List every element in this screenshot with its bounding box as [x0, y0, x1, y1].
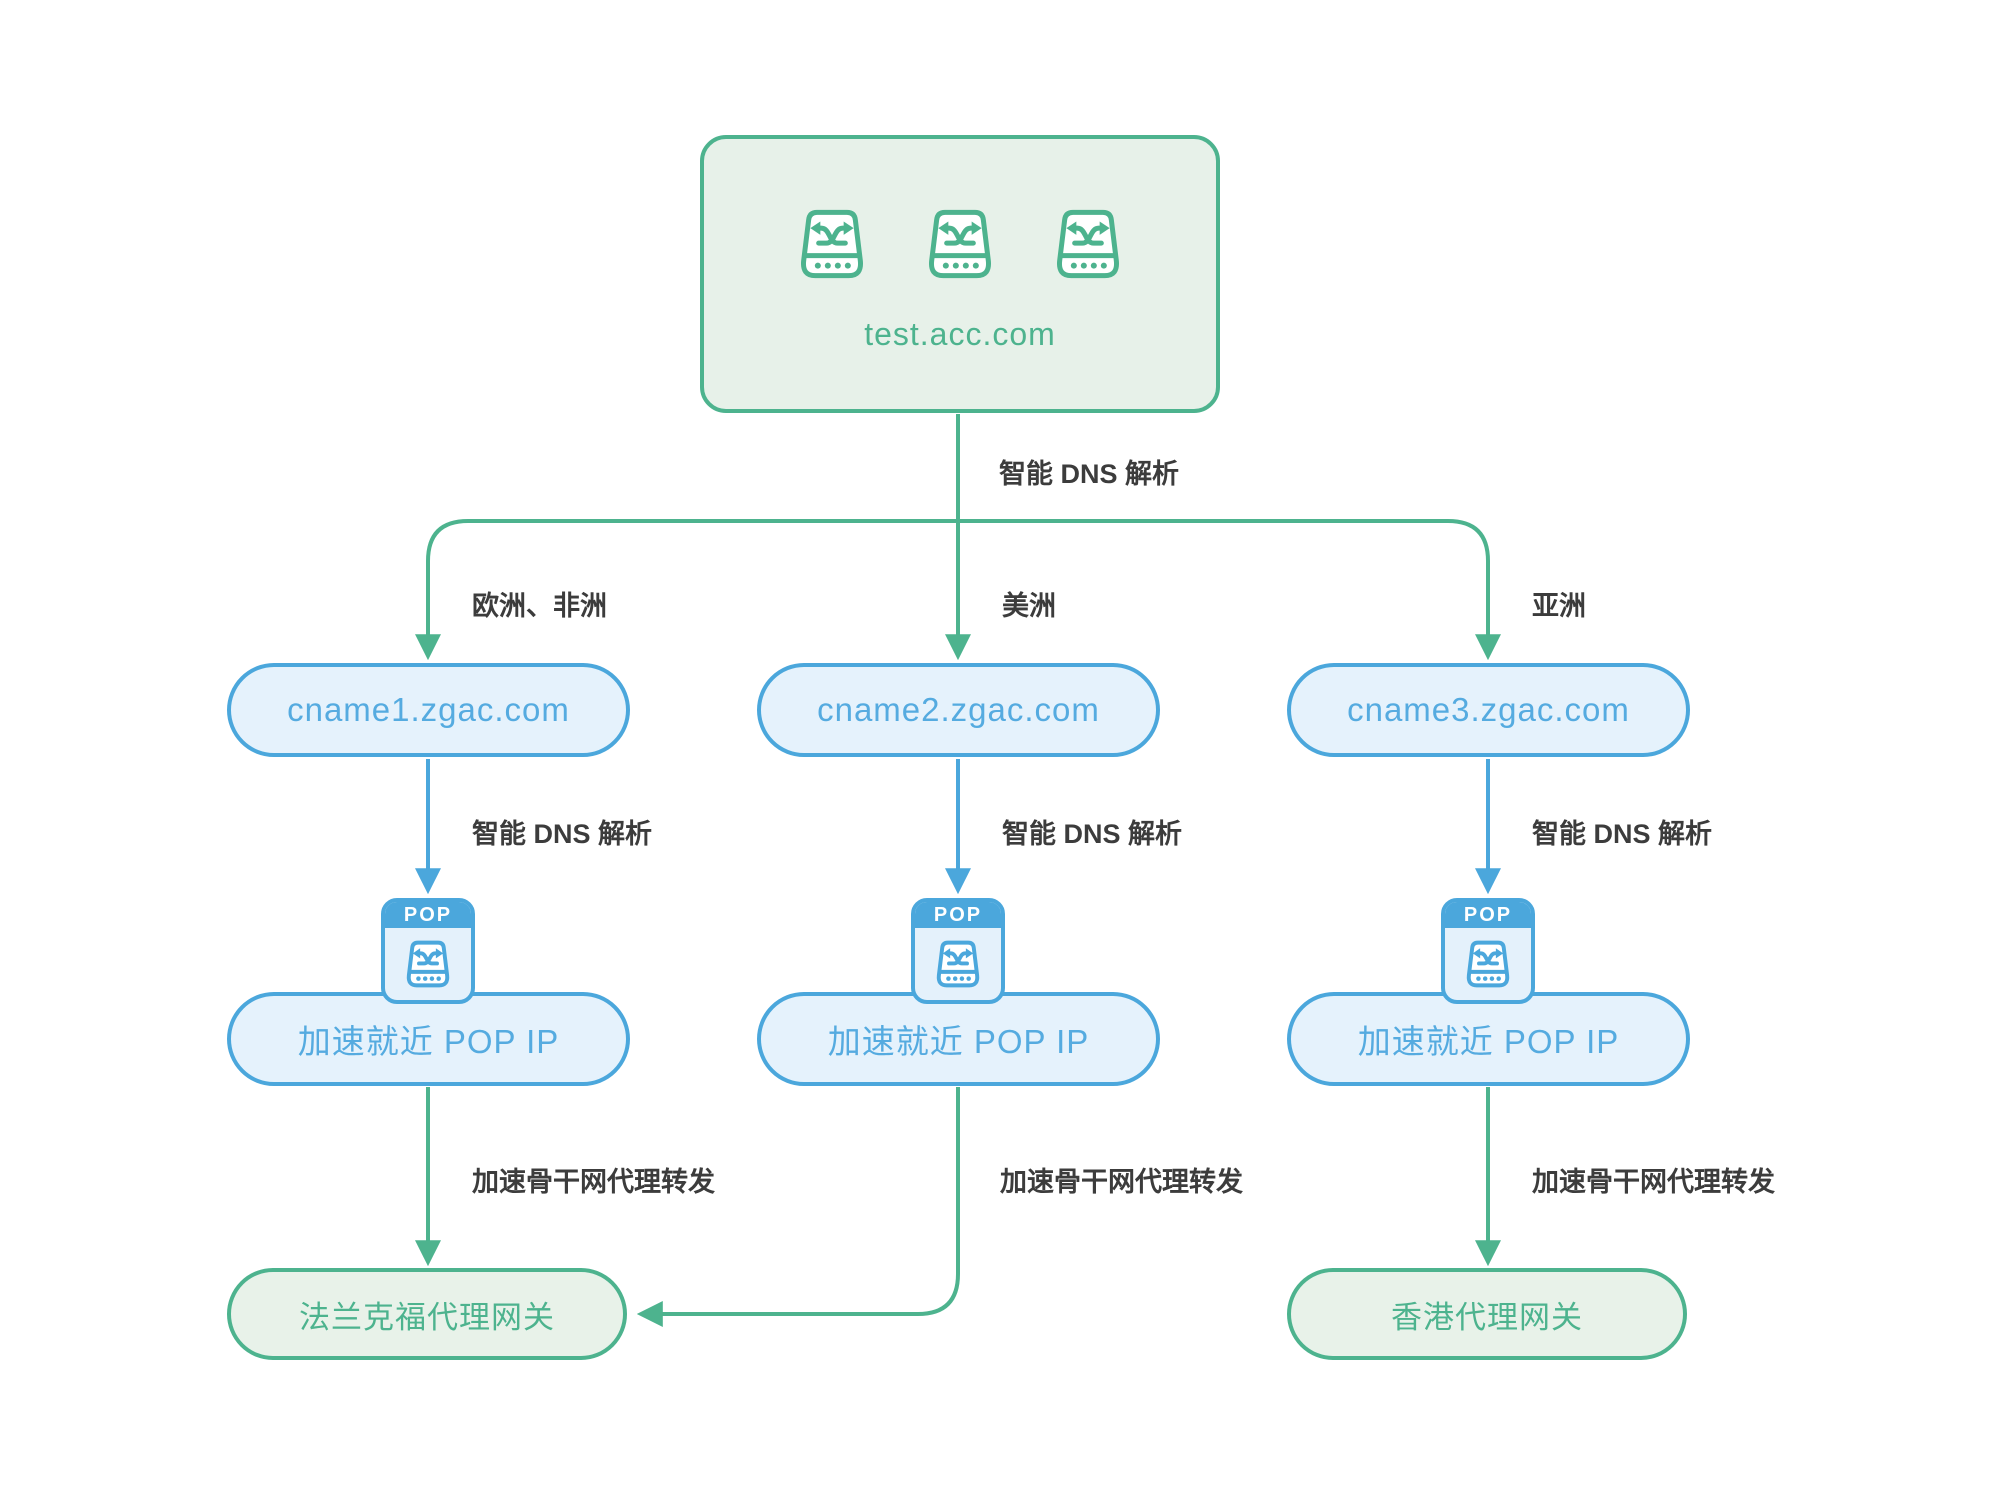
backbone-forward-label-3: 加速骨干网代理转发 [1532, 1167, 1775, 1197]
pop-switch-icon [1445, 928, 1531, 1000]
arrow-branch-to-cname3 [958, 519, 1501, 661]
pop-badge: POP [385, 902, 471, 928]
pop-badge: POP [915, 902, 1001, 928]
dns-resolve-label-top: 智能 DNS 解析 [999, 459, 1180, 489]
dns-resolve-label-2: 智能 DNS 解析 [1002, 819, 1183, 849]
switch-shuffle-icon [928, 209, 992, 278]
pop-device-icon-1: POP [381, 898, 475, 1004]
pop-ip-node-3: 加速就近 POP IP [1287, 992, 1690, 1086]
origin-node: test.acc.com [700, 135, 1220, 413]
origin-domain-label: test.acc.com [864, 315, 1056, 352]
pop-ip-node-1: 加速就近 POP IP [227, 992, 630, 1086]
pop-switch-icon [915, 928, 1001, 1000]
cname2-node: cname2.zgac.com [757, 663, 1160, 757]
switch-shuffle-icon [1056, 209, 1120, 278]
gateway-node-frankfurt: 法兰克福代理网关 [227, 1268, 627, 1360]
pop-device-icon-2: POP [911, 898, 1005, 1004]
pop-device-icon-3: POP [1441, 898, 1535, 1004]
cname1-node: cname1.zgac.com [227, 663, 630, 757]
dns-resolve-label-1: 智能 DNS 解析 [472, 819, 653, 849]
arrow-pop2-to-frankfurt [636, 1087, 960, 1327]
origin-icons-row [792, 204, 1128, 284]
region-label-americas: 美洲 [1002, 591, 1056, 621]
dns-resolve-label-3: 智能 DNS 解析 [1532, 819, 1713, 849]
pop-switch-icon [385, 928, 471, 1000]
region-label-asia: 亚洲 [1532, 591, 1586, 621]
region-label-europe-africa: 欧洲、非洲 [472, 591, 607, 621]
arrow-branch-to-cname1 [415, 519, 958, 661]
pop-badge: POP [1445, 902, 1531, 928]
cname3-node: cname3.zgac.com [1287, 663, 1690, 757]
switch-shuffle-icon [800, 209, 864, 278]
pop-ip-node-2: 加速就近 POP IP [757, 992, 1160, 1086]
gateway-node-hongkong: 香港代理网关 [1287, 1268, 1687, 1360]
backbone-forward-label-1: 加速骨干网代理转发 [472, 1167, 715, 1197]
backbone-forward-label-2: 加速骨干网代理转发 [1000, 1167, 1243, 1197]
